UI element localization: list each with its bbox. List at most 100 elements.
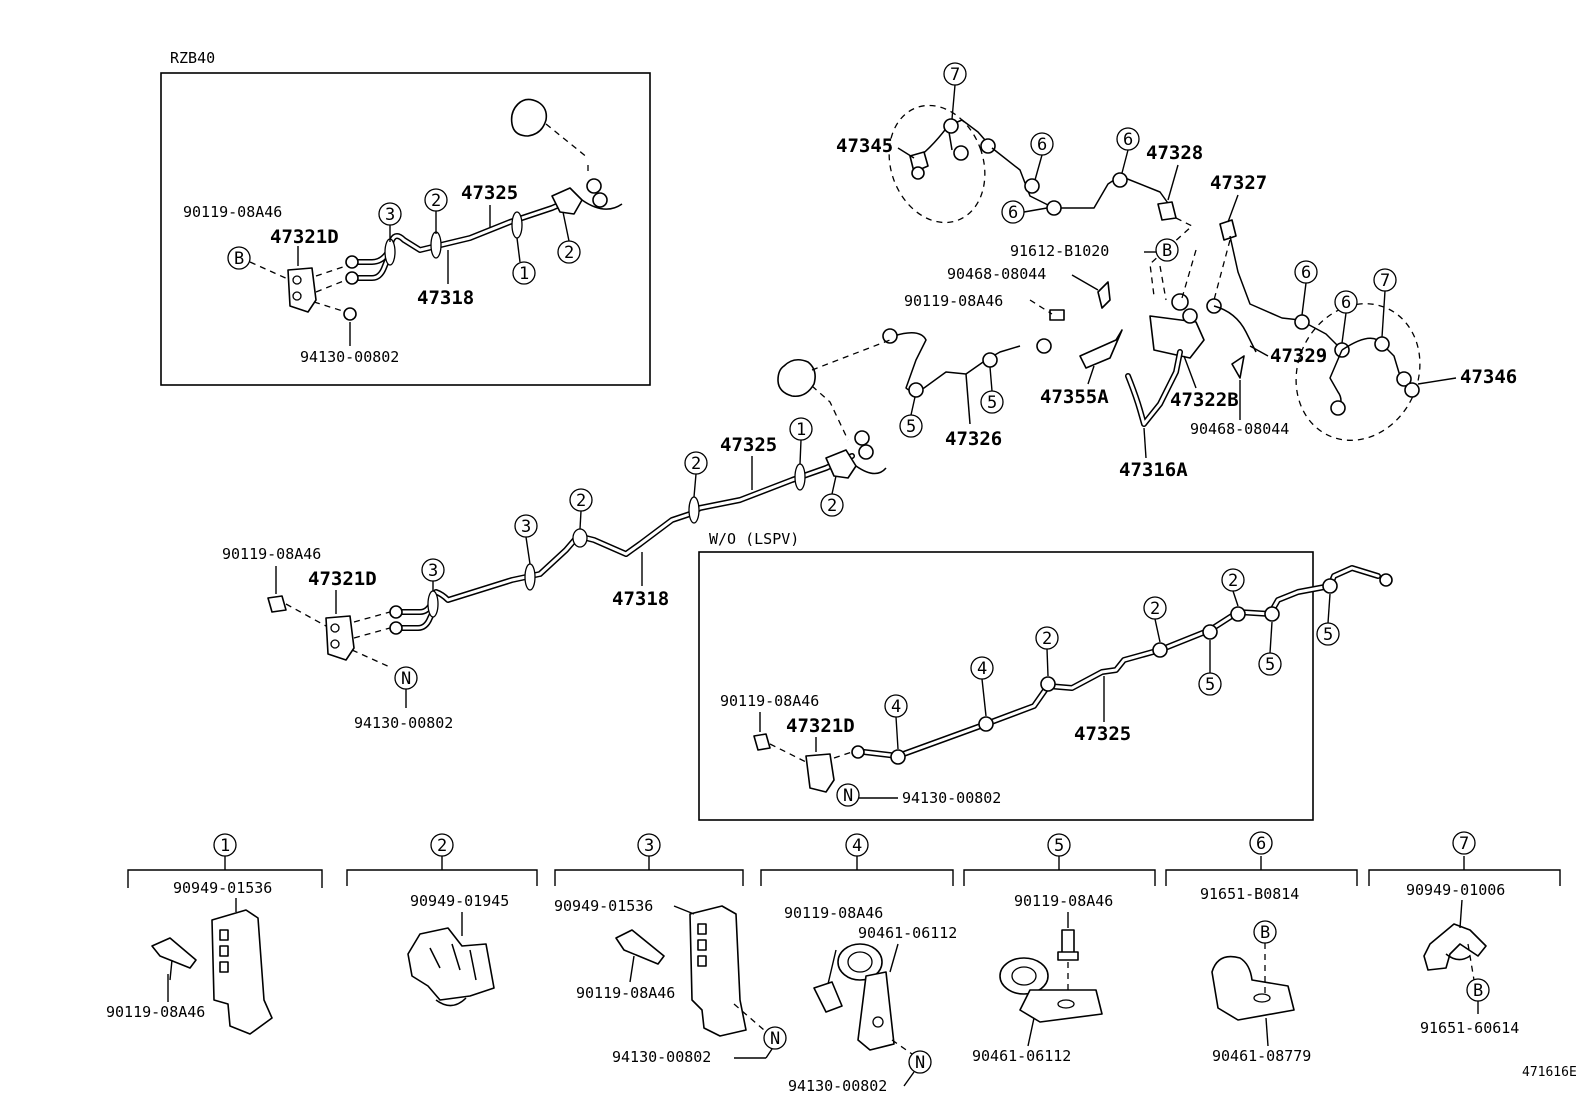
- detail-4-clamp: N 90119-08A46 90461-06112 94130-00802: [784, 904, 957, 1095]
- figure-code: 471616E: [1522, 1065, 1577, 1080]
- rear-callout-6a: 6: [1037, 135, 1047, 155]
- detail-1-label-clamp: 90949-01536: [173, 879, 272, 897]
- rear-callout-7b: 7: [1380, 271, 1390, 291]
- detail-7-label-clamp: 90949-01006: [1406, 881, 1505, 899]
- label-47327: 47327: [1210, 172, 1267, 194]
- detail-header-7: 7: [1459, 834, 1469, 854]
- label-47328: 47328: [1146, 142, 1203, 164]
- rear-callout-6b: 6: [1008, 203, 1018, 223]
- detail-header-6: 6: [1256, 834, 1266, 854]
- wo-label-94130: 94130-00802: [902, 789, 1001, 807]
- detail-7-clamp: B 90949-01006 91651-60614: [1406, 881, 1519, 1037]
- rear-callout-7a: 7: [950, 65, 960, 85]
- wo-callout-2b: 2: [1150, 599, 1160, 619]
- rzb40-label-94130: 94130-00802: [300, 348, 399, 366]
- main-callout-2a: 2: [576, 491, 586, 511]
- detail-4-label-bolt: 90119-08A46: [784, 904, 883, 922]
- wo-lspv-section-title: W/O (LSPV): [709, 530, 799, 548]
- main-callout-3a: 3: [428, 561, 438, 581]
- main-label-90119: 90119-08A46: [222, 545, 321, 563]
- rzb40-inset-frame: [160, 72, 651, 386]
- rzb40-callout-b: B: [234, 249, 244, 269]
- wo-callout-5a: 5: [1205, 675, 1215, 695]
- label-90119-08a46-rear: 90119-08A46: [904, 292, 1003, 310]
- main-callout-3b: 3: [521, 517, 531, 537]
- detail-strip: 1 2 3 4 5 6 7 90949-01536 90119-08A46 90…: [106, 831, 1561, 1095]
- detail-3-label-clamp: 90949-01536: [554, 897, 653, 915]
- wo-callout-5c: 5: [1323, 625, 1333, 645]
- label-47316a: 47316A: [1119, 459, 1188, 481]
- main-label-47321d: 47321D: [308, 568, 377, 590]
- label-47329: 47329: [1270, 345, 1327, 367]
- wo-callout-2c: 2: [1228, 571, 1238, 591]
- wo-callout-4b: 4: [977, 659, 987, 679]
- label-90468-08044-a: 90468-08044: [947, 265, 1046, 283]
- rear-callout-6c: 6: [1123, 130, 1133, 150]
- detail-header-4: 4: [852, 836, 862, 856]
- detail-6-label-bolt: 91651-B0814: [1200, 885, 1299, 903]
- detail-7-label-bolt: 91651-60614: [1420, 1019, 1519, 1037]
- wo-callout-4a: 4: [891, 697, 901, 717]
- detail-2-clamp: 90949-01945: [407, 892, 509, 1007]
- main-label-94130: 94130-00802: [354, 714, 453, 732]
- main-callout-1: 1: [796, 420, 806, 440]
- label-47355a: 47355A: [1040, 386, 1109, 408]
- main-callout-2c: 2: [827, 496, 837, 516]
- rzb40-callout-2b: 2: [564, 243, 574, 263]
- rzb40-label-47325: 47325: [461, 182, 518, 204]
- wo-bracket-47321d: [805, 753, 835, 793]
- detail-header-3: 3: [644, 836, 654, 856]
- detail-4-label-clamp: 90461-06112: [858, 924, 957, 942]
- main-brake-lines: 3 3 2 2 1 2 N 90119-08A46 47321D 47325 4…: [222, 339, 891, 732]
- rzb40-lspv-valve: [510, 98, 548, 137]
- rzb40-label-90119: 90119-08A46: [183, 203, 282, 221]
- rzb40-callout-2a: 2: [431, 191, 441, 211]
- rzb40-callout-3: 3: [385, 205, 395, 225]
- lspv-bracket-47322b: [1149, 315, 1205, 359]
- detail-4-callout-n: N: [915, 1053, 925, 1073]
- label-47322b: 47322B: [1170, 389, 1239, 411]
- rzb40-bracket-47321d: [287, 267, 317, 313]
- rear-callout-6d: 6: [1301, 263, 1311, 283]
- detail-6-clamp: B 91651-B0814 90461-08779: [1200, 885, 1311, 1065]
- label-91612-b1020: 91612-B1020: [1010, 242, 1109, 260]
- detail-header-1: 1: [220, 836, 230, 856]
- wo-label-90119: 90119-08A46: [720, 692, 819, 710]
- detail-3-callout-n: N: [770, 1029, 780, 1049]
- wo-lspv-inset-frame: [698, 551, 1314, 821]
- main-callout-2b: 2: [691, 454, 701, 474]
- main-label-47325: 47325: [720, 434, 777, 456]
- label-90468-08044-b: 90468-08044: [1190, 420, 1289, 438]
- detail-5-clamp: 90119-08A46 90461-06112: [972, 892, 1113, 1065]
- rzb40-label-47321d: 47321D: [270, 226, 339, 248]
- wo-callout-n: N: [843, 786, 853, 806]
- detail-5-label-clamp: 90461-06112: [972, 1047, 1071, 1065]
- detail-2-label-clamp: 90949-01945: [410, 892, 509, 910]
- rzb40-inset: RZB40 3 2 1 2 B 90: [160, 49, 651, 386]
- detail-3-clamp: N 90949-01536 90119-08A46 94130-00802: [554, 897, 787, 1066]
- detail-header-2: 2: [437, 836, 447, 856]
- detail-7-callout-b: B: [1473, 981, 1483, 1001]
- rear-callout-5b: 5: [987, 393, 997, 413]
- label-47345: 47345: [836, 135, 893, 157]
- wo-label-47321d: 47321D: [786, 715, 855, 737]
- main-callout-n: N: [401, 669, 411, 689]
- wo-lspv-inset: W/O (LSPV) 4 4 2 2 2 5 5 5 N: [698, 530, 1393, 821]
- rear-callout-5a: 5: [906, 417, 916, 437]
- main-label-47318: 47318: [612, 588, 669, 610]
- rzb40-section-title: RZB40: [170, 49, 215, 67]
- detail-3-label-bolt: 90119-08A46: [576, 984, 675, 1002]
- detail-1-clamp: 90949-01536 90119-08A46: [106, 879, 273, 1035]
- detail-3-label-nut: 94130-00802: [612, 1048, 711, 1066]
- detail-5-label-bolt: 90119-08A46: [1014, 892, 1113, 910]
- label-47326: 47326: [945, 428, 1002, 450]
- rear-callout-6e: 6: [1341, 293, 1351, 313]
- wo-callout-5b: 5: [1265, 655, 1275, 675]
- wo-label-47325: 47325: [1074, 723, 1131, 745]
- detail-6-callout-b: B: [1260, 923, 1270, 943]
- detail-4-label-nut: 94130-00802: [788, 1077, 887, 1095]
- rzb40-label-47318: 47318: [417, 287, 474, 309]
- rear-callout-b: B: [1162, 241, 1172, 261]
- detail-header-5: 5: [1054, 836, 1064, 856]
